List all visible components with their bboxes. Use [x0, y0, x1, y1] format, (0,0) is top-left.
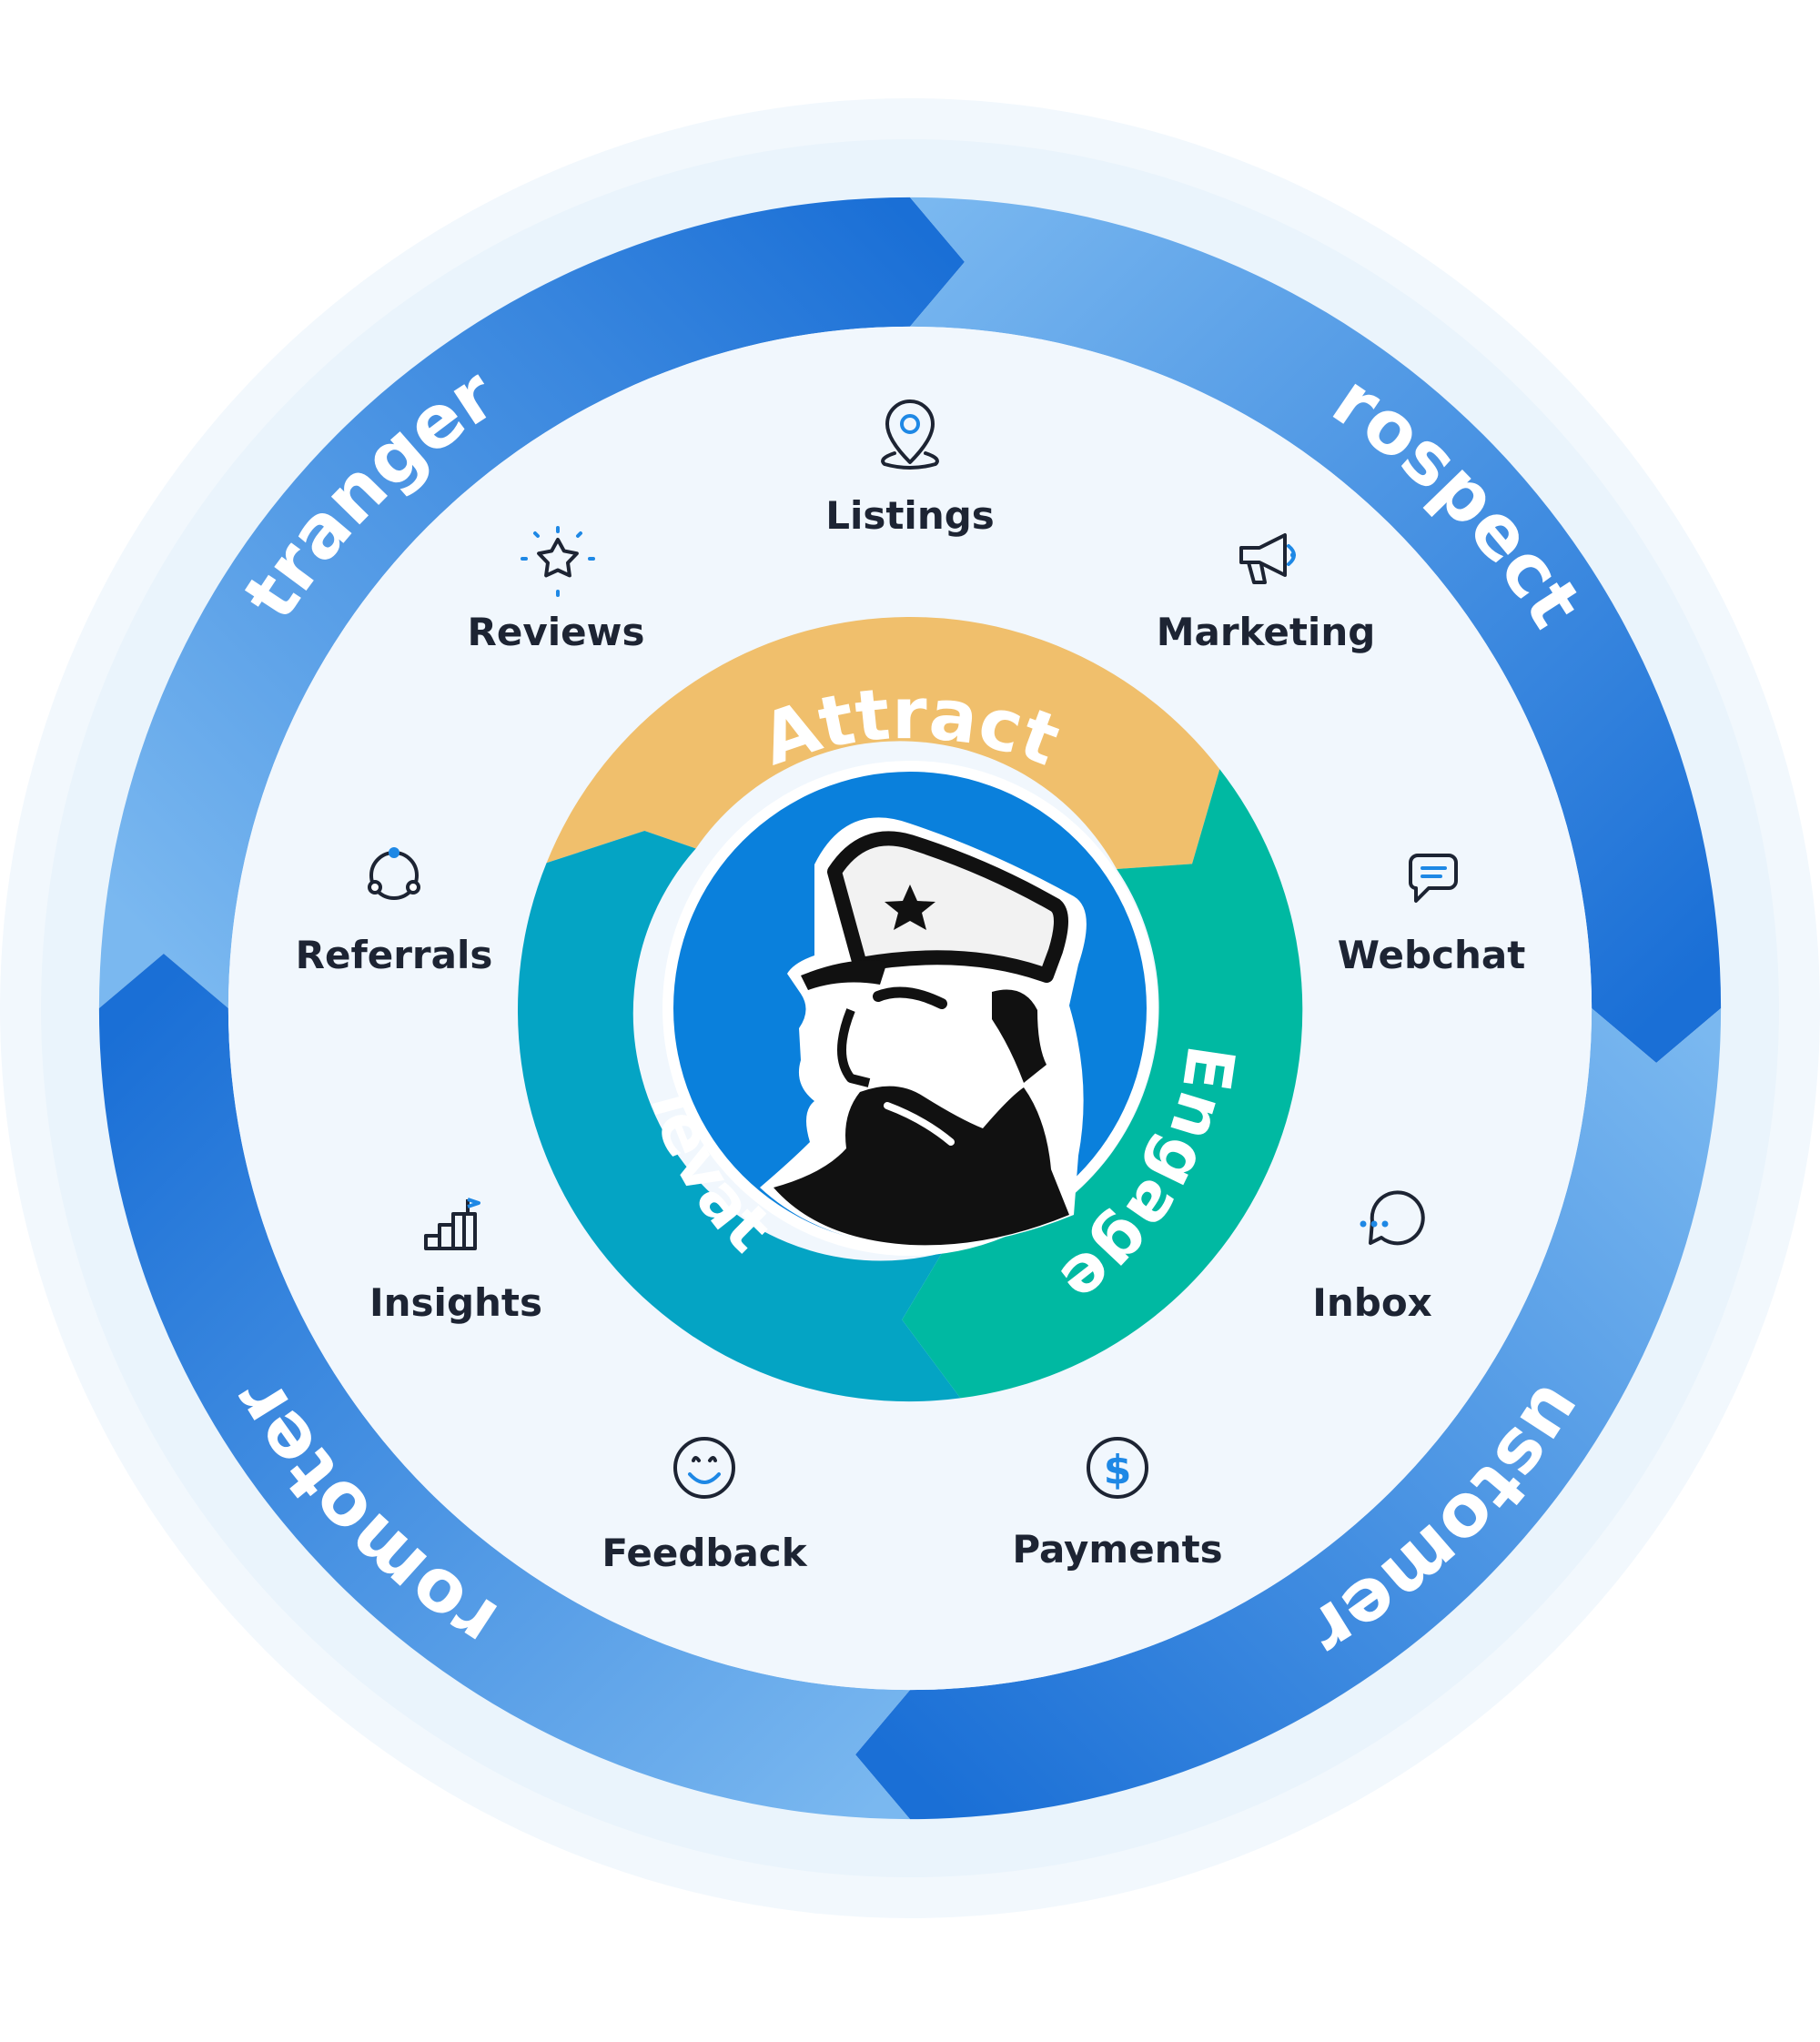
feature-label-inbox: Inbox: [1312, 1280, 1432, 1325]
sparkle-star-icon: [521, 526, 595, 597]
segment-engage: [902, 769, 1303, 1399]
stage-arrow-customers: [855, 1008, 1722, 1820]
segment-elevate: [517, 831, 961, 1402]
map-pin-icon: [881, 399, 939, 470]
feature-label-webchat: Webchat: [1337, 933, 1526, 977]
megaphone-icon: [1239, 533, 1296, 584]
chat-bubble-icon: [1409, 854, 1458, 903]
smiley-icon: [673, 1437, 735, 1499]
dollar-coin-icon: $: [1087, 1437, 1148, 1499]
stage-arrow-strangers: [98, 197, 965, 1008]
feature-label-payments: Payments: [1012, 1527, 1223, 1572]
bearded-captain-logo: [662, 761, 1158, 1256]
feature-label-marketing: Marketing: [1156, 610, 1376, 654]
feature-label-insights: Insights: [369, 1280, 542, 1325]
feature-label-referrals: Referrals: [295, 933, 493, 977]
feature-label-feedback: Feedback: [602, 1531, 807, 1575]
svg-text:$: $: [1104, 1447, 1132, 1493]
feature-label-reviews: Reviews: [467, 610, 645, 654]
referral-network-icon: [368, 847, 420, 900]
stairs-flag-icon: [424, 1198, 480, 1250]
segment-attract: [546, 616, 1220, 869]
stage-arrow-prospects: [910, 197, 1722, 1063]
feature-label-listings: Listings: [825, 493, 995, 538]
message-dots-icon: [1360, 1190, 1425, 1246]
stage-arrow-promoters: [98, 954, 910, 1820]
